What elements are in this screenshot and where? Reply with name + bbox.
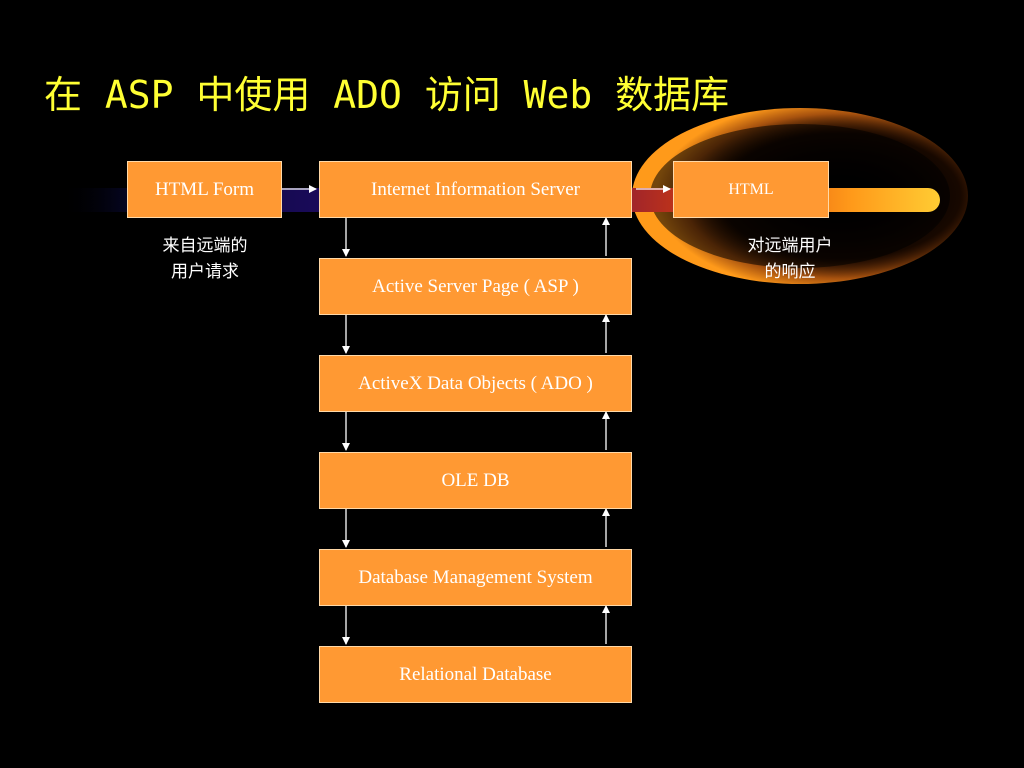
node-asp: Active Server Page ( ASP ) xyxy=(319,258,632,315)
caption-response-line2: 的响应 xyxy=(764,262,816,282)
node-oledb: OLE DB xyxy=(319,452,632,509)
caption-response: 对远端用户 的响应 xyxy=(710,233,870,285)
node-html: HTML xyxy=(673,161,829,218)
caption-request: 来自远端的 用户请求 xyxy=(130,233,280,285)
caption-response-line1: 对远端用户 xyxy=(747,236,833,256)
node-iis: Internet Information Server xyxy=(319,161,632,218)
caption-request-line1: 来自远端的 xyxy=(162,236,248,256)
node-dbms: Database Management System xyxy=(319,549,632,606)
node-rdb: Relational Database xyxy=(319,646,632,703)
slide-title: 在 ASP 中使用 ADO 访问 Web 数据库 xyxy=(44,73,730,117)
caption-request-line2: 用户请求 xyxy=(171,262,239,282)
node-ado: ActiveX Data Objects ( ADO ) xyxy=(319,355,632,412)
node-html-form: HTML Form xyxy=(127,161,282,218)
